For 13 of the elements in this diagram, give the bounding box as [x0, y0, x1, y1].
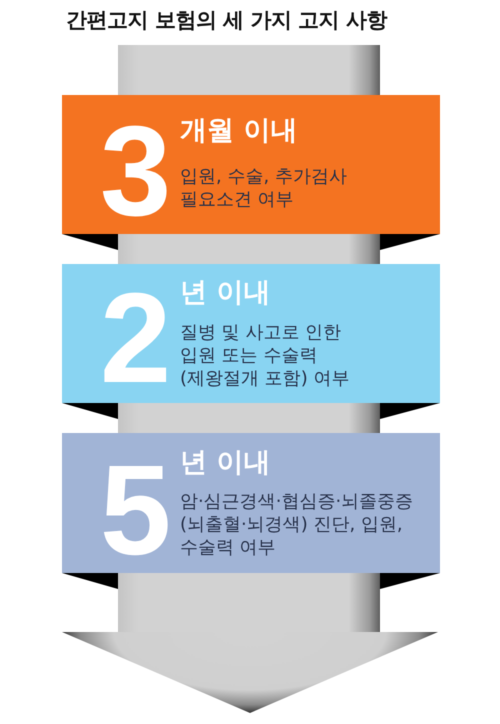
step-number: 3 [100, 121, 172, 224]
period-heading: 개월 이내 [180, 116, 298, 146]
period-band [62, 95, 440, 234]
period-band [62, 433, 440, 573]
period-heading: 년 이내 [180, 278, 270, 308]
condition-text: 입원, 수술, 추가검사 필요소견 여부 [180, 165, 348, 211]
condition-text: 암·심근경색·협심증·뇌졸중증 (뇌출혈·뇌경색) 진단, 입원, 수술력 여부 [180, 490, 414, 559]
period-band [62, 264, 440, 403]
period-heading: 년 이내 [180, 448, 270, 478]
step-number: 5 [100, 460, 172, 562]
condition-text: 질병 및 사고로 인한 입원 또는 수술력 (제왕절개 포함) 여부 [180, 321, 350, 390]
step-number: 2 [100, 288, 172, 390]
diagram-title: 간편고지 보험의 세 가지 고지 사항 [66, 7, 388, 34]
